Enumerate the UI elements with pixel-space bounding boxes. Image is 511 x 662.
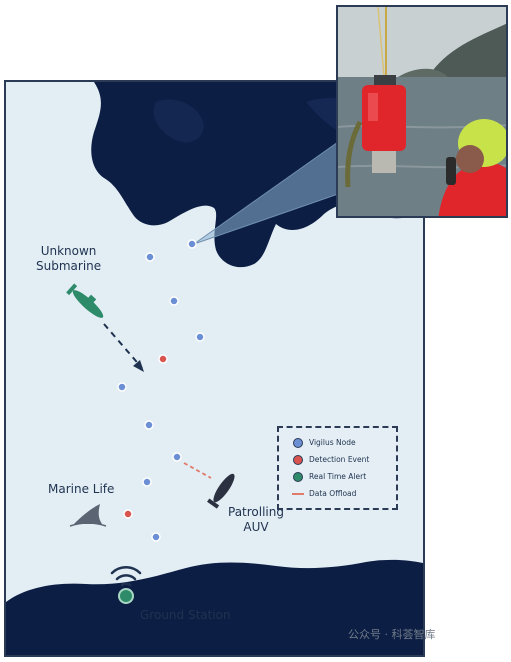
- vigilus-node-marker: [172, 452, 182, 462]
- legend-dot-swatch: [293, 471, 303, 482]
- legend-dash-swatch: [292, 492, 304, 495]
- detection-event-marker: [123, 509, 133, 519]
- ground-station-node: [118, 588, 134, 604]
- southern-landmass: [6, 559, 423, 655]
- label-patrolling-auv: Patrolling AUV: [228, 505, 284, 534]
- data-offload-line: [183, 462, 212, 479]
- submarine-icon: [66, 283, 104, 318]
- buoy-photo: [336, 5, 508, 218]
- legend-item-label: Vigilus Node: [309, 438, 356, 447]
- shark-fin-icon: [74, 504, 102, 524]
- node-layer: [117, 239, 205, 542]
- vigilus-node-marker: [145, 252, 155, 262]
- watermark: 公众号 · 科荟智库: [348, 628, 436, 641]
- vigilus-node-marker: [117, 382, 127, 392]
- detection-event-marker: [158, 354, 168, 364]
- legend-item: Data Offload: [287, 485, 388, 502]
- wifi-icon: [110, 566, 142, 587]
- legend-item-label: Real Time Alert: [309, 472, 367, 481]
- vigilus-node-marker: [187, 239, 197, 249]
- vigilus-node-marker: [144, 420, 154, 430]
- legend-item-label: Detection Event: [309, 455, 370, 464]
- vigilus-node-marker: [169, 296, 179, 306]
- legend-dot-swatch: [293, 437, 303, 448]
- vigilus-node-marker: [151, 532, 161, 542]
- legend-item: Vigilus Node: [287, 434, 388, 451]
- label-ground-station: Ground Station: [140, 608, 231, 622]
- legend-item: Real Time Alert: [287, 468, 388, 485]
- vigilus-node-marker: [195, 332, 205, 342]
- label-unknown-submarine: Unknown Submarine: [36, 244, 102, 273]
- submarine-path-arrowhead: [133, 360, 144, 372]
- vigilus-node-marker: [142, 477, 152, 487]
- submarine-path: [103, 323, 143, 369]
- label-marine-life: Marine Life: [48, 482, 115, 496]
- auv-icon: [207, 473, 235, 509]
- legend-item: Detection Event: [287, 451, 388, 468]
- legend-dot-swatch: [293, 454, 303, 465]
- legend-item-label: Data Offload: [309, 489, 357, 498]
